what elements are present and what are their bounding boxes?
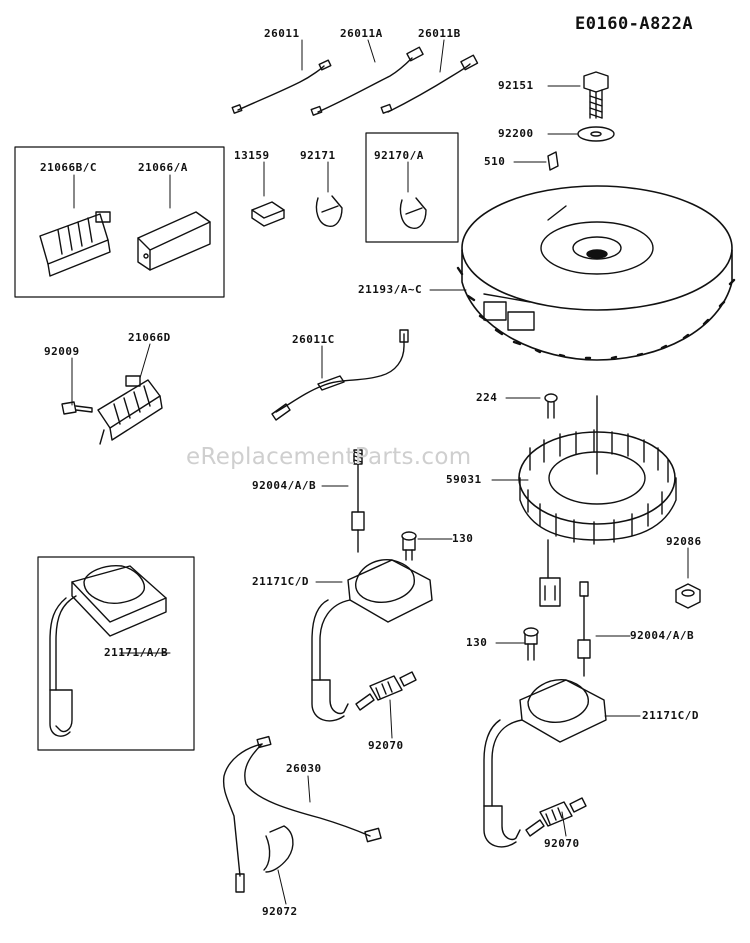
nut-92086 — [675, 583, 701, 609]
wire-harness-26011b — [380, 54, 479, 114]
bolt-130-lower — [523, 627, 539, 661]
part-label-21066b-c: 21066B/C — [40, 161, 97, 174]
clamp-92072 — [263, 825, 294, 873]
spark-plug-92070-upper — [355, 671, 417, 711]
part-label-92171: 92171 — [300, 149, 336, 162]
wire-harness-26011a — [310, 46, 424, 116]
part-label-26011a: 26011A — [340, 27, 383, 40]
part-label-92009: 92009 — [44, 345, 80, 358]
clip-92171 — [315, 195, 343, 227]
wire-harness-26011 — [231, 59, 332, 114]
part-label-21171-a-b: 21171/A/B — [104, 646, 169, 659]
connector-group-box — [365, 132, 459, 243]
flywheel-bolt-92151 — [583, 71, 609, 119]
part-label-21066-a: 21066/A — [138, 161, 188, 174]
key-510 — [547, 151, 559, 171]
regulator-21066b-c — [39, 211, 111, 277]
spark-plug-92070-lower — [525, 797, 587, 837]
screw-224 — [544, 393, 558, 419]
part-label-92200: 92200 — [498, 127, 534, 140]
screw-92009 — [61, 401, 93, 415]
part-label-26030: 26030 — [286, 762, 322, 775]
part-label-92004-a-b-lower: 92004/A/B — [630, 629, 695, 642]
part-label-92086: 92086 — [666, 535, 702, 548]
washer-92200 — [577, 126, 615, 142]
part-label-130-lower: 130 — [466, 636, 488, 649]
regulator-21066d — [97, 375, 163, 445]
part-label-21066d: 21066D — [128, 331, 171, 344]
wire-harness-26030 — [222, 735, 382, 893]
part-label-21171c-d-upper: 21171C/D — [252, 575, 309, 588]
part-label-92070-lower: 92070 — [544, 837, 580, 850]
part-label-510: 510 — [484, 155, 506, 168]
part-label-92004-a-b-upper: 92004/A/B — [252, 479, 317, 492]
part-label-59031: 59031 — [446, 473, 482, 486]
flywheel-21193 — [456, 185, 736, 361]
ignition-coil-21171-a-b — [49, 565, 167, 737]
connector-block-13159 — [251, 201, 285, 227]
stud-bolt-92004-left — [351, 449, 365, 553]
stator-59031 — [518, 395, 677, 607]
diagram-code: E0160-A822A — [575, 14, 694, 34]
part-label-13159: 13159 — [234, 149, 270, 162]
part-label-92170-a: 92170/A — [374, 149, 424, 162]
part-label-224: 224 — [476, 391, 498, 404]
part-label-92070-upper: 92070 — [368, 739, 404, 752]
part-label-26011b: 26011B — [418, 27, 461, 40]
part-label-92151: 92151 — [498, 79, 534, 92]
part-label-92072: 92072 — [262, 905, 298, 918]
regulator-group-box — [14, 146, 225, 298]
part-label-26011c: 26011C — [292, 333, 335, 346]
bolt-130-upper — [401, 531, 417, 561]
part-label-21193: 21193/A~C — [358, 283, 423, 296]
watermark: eReplacementParts.com — [186, 444, 472, 470]
part-label-26011: 26011 — [264, 27, 300, 40]
regulator-21066-a — [137, 211, 211, 271]
ignition-coil-21171c-d-lower — [483, 679, 607, 848]
ignition-coil-21171c-d-upper — [311, 559, 433, 722]
stud-bolt-92004-right — [577, 581, 591, 677]
clip-92170-a — [399, 197, 427, 229]
part-label-130-upper: 130 — [452, 532, 474, 545]
part-label-21171c-d-lower: 21171C/D — [642, 709, 699, 722]
leader-lines — [71, 39, 689, 905]
coil-group-box — [37, 556, 195, 751]
ignition-lead-26011c — [271, 329, 409, 421]
